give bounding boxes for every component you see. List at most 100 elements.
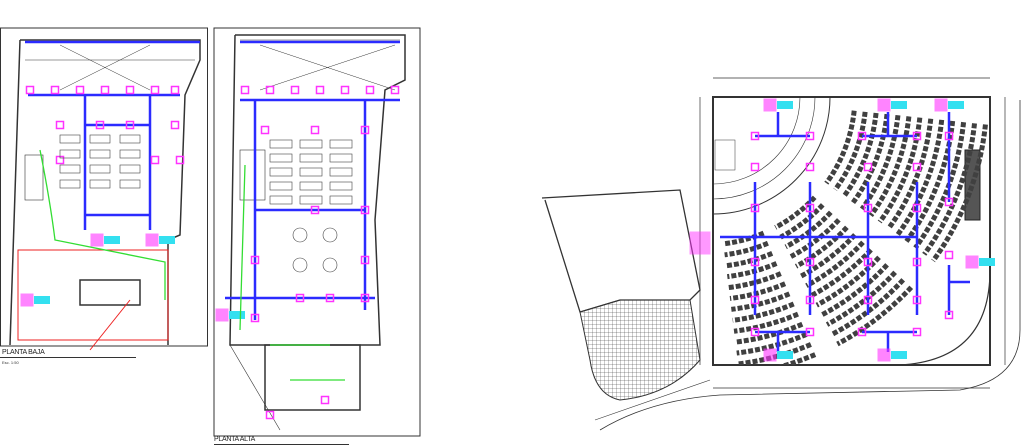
diffuser-icon (240, 85, 250, 95)
diffuser-icon (295, 293, 305, 303)
air-handler-icon (34, 296, 50, 304)
diffuser-icon (170, 120, 180, 130)
desk (269, 153, 293, 163)
seat-row (833, 111, 868, 192)
auditorium-seating (722, 110, 988, 365)
seat-row (868, 116, 912, 217)
diffuser-icon (250, 255, 260, 265)
diffuser-icon (863, 203, 873, 213)
sheet-scale: Esc. 1:50 (2, 360, 19, 365)
fan-unit-icon (877, 348, 891, 362)
diffuser-icon (805, 327, 815, 337)
refrigerant-pipe (39, 149, 345, 381)
diffuser-icon (265, 410, 275, 420)
hvac-ducts-left (20, 40, 400, 420)
desk (269, 167, 293, 177)
diffuser-icon (912, 327, 922, 337)
diffuser-icon (325, 293, 335, 303)
seat-row (728, 271, 782, 291)
diffuser-icon (150, 155, 160, 165)
desk (299, 181, 323, 191)
diffuser-icon (320, 395, 330, 405)
seat-row (931, 124, 988, 263)
desk (299, 195, 323, 205)
diffuser-icon (175, 155, 185, 165)
diffuser-icon (750, 327, 760, 337)
desk (269, 195, 293, 205)
desk (119, 134, 141, 144)
diffuser-icon (315, 85, 325, 95)
diffuser-icon (75, 85, 85, 95)
diffuser-icon (250, 313, 260, 323)
diffuser-icon (805, 162, 815, 172)
seat-row (815, 255, 881, 308)
fan-unit-icon (145, 233, 159, 247)
seat-row (736, 332, 808, 356)
diffuser-icon (260, 125, 270, 135)
air-handler-icon (777, 101, 793, 109)
diffuser-icon (805, 257, 815, 267)
desk (329, 195, 353, 205)
diffuser-icon (805, 131, 815, 141)
desk (299, 139, 323, 149)
desk (89, 134, 111, 144)
diffuser-icon (25, 85, 35, 95)
desk (269, 139, 293, 149)
diffuser-icon (360, 255, 370, 265)
desk (89, 149, 111, 159)
furniture-left (59, 134, 353, 273)
diffuser-icon (100, 85, 110, 95)
seat-row (913, 121, 967, 250)
seat-row (886, 118, 934, 230)
round-table (292, 227, 308, 243)
diffuser-icon (857, 131, 867, 141)
round-table (292, 257, 308, 273)
seat-row (732, 301, 795, 323)
round-table (322, 257, 338, 273)
fan-unit-icon (215, 308, 229, 322)
diffuser-icon (125, 120, 135, 130)
seat-row (831, 278, 906, 337)
fan-unit-icon (689, 231, 711, 255)
diffuser-icon (360, 125, 370, 135)
diffuser-icon (750, 257, 760, 267)
desk (119, 149, 141, 159)
diffuser-icon (290, 85, 300, 95)
sheet-title-planta-baja: PLANTA BAJA (2, 349, 45, 356)
seat-row (735, 321, 804, 345)
diffuser-icon (310, 205, 320, 215)
diffuser-icon (750, 162, 760, 172)
diffuser-icon (150, 85, 160, 95)
fan-unit-icon (20, 293, 34, 307)
round-table (322, 227, 338, 243)
diffuser-icon (863, 162, 873, 172)
diffuser-icon (944, 197, 954, 207)
seat-row (825, 270, 897, 327)
seat-row (895, 119, 945, 237)
air-handler-icon (104, 236, 120, 244)
seat-row (851, 113, 890, 205)
air-handler-icon (891, 351, 907, 359)
diffuser-icon (750, 295, 760, 305)
seat-row (725, 251, 774, 269)
seat-row (779, 203, 825, 240)
diffuser-icon (750, 131, 760, 141)
diffuser-icon (310, 125, 320, 135)
seat-row (789, 218, 841, 259)
desk (329, 139, 353, 149)
diffuser-icon (805, 203, 815, 213)
desk (329, 153, 353, 163)
desk (329, 167, 353, 177)
diffuser-icon (912, 203, 922, 213)
fan-unit-icon (763, 98, 777, 112)
desk (89, 164, 111, 174)
diffuser-icon (390, 85, 400, 95)
diffuser-icon (125, 85, 135, 95)
seat-row (724, 240, 769, 258)
diffuser-icon (912, 162, 922, 172)
air-handler-icon (979, 258, 995, 266)
seat-row (733, 311, 799, 334)
diffuser-icon (360, 293, 370, 303)
diffuser-icon (365, 85, 375, 95)
